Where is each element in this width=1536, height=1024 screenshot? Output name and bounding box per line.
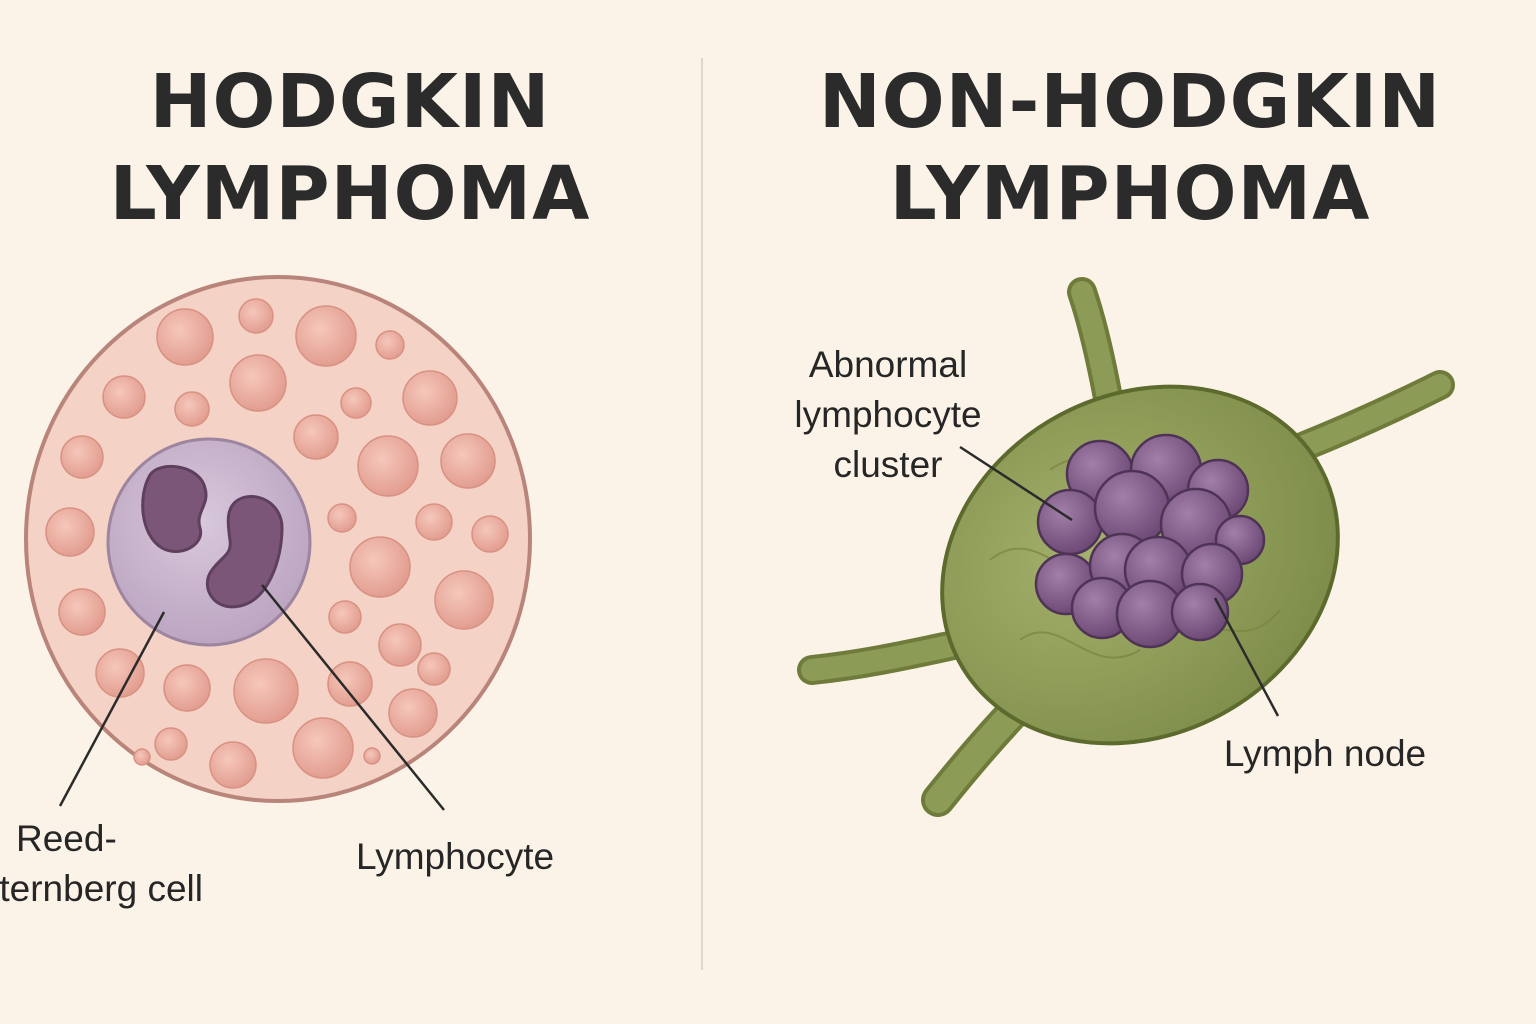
lymphocyte-dot bbox=[327, 661, 373, 707]
lymph-node-label: Lymph node bbox=[1224, 733, 1426, 774]
lymphocyte-dot bbox=[102, 375, 146, 419]
lymphocyte-dot bbox=[133, 748, 151, 766]
lymphocyte-dot bbox=[327, 503, 357, 533]
lymphocyte-leader-line bbox=[261, 584, 445, 811]
lymphocyte-dot bbox=[471, 515, 509, 553]
lymphocyte-dot bbox=[60, 435, 104, 479]
hodgkin-title-line2: LYMPHOMA bbox=[109, 151, 591, 237]
lymphocyte-dot bbox=[357, 435, 419, 497]
non-hodgkin-title: NON-HODGKIN LYMPHOMA bbox=[800, 56, 1460, 240]
reed-sternberg-label-line2: Sternberg cell bbox=[0, 868, 203, 909]
lymphocyte-dot bbox=[229, 354, 287, 412]
lymphocyte-dot bbox=[349, 536, 411, 598]
lymphocyte-dot bbox=[163, 664, 211, 712]
lymphocyte-dot bbox=[434, 570, 494, 630]
hodgkin-title-line1: HODGKIN bbox=[149, 59, 551, 145]
cluster-cell bbox=[1170, 582, 1230, 642]
abnormal-lymphocyte-cluster bbox=[1034, 433, 1266, 649]
lymphocyte-dot bbox=[417, 652, 451, 686]
lymphocyte-dot bbox=[45, 507, 95, 557]
lymph-node-leader-line bbox=[1213, 597, 1280, 717]
reed-sternberg-leader-line bbox=[58, 611, 166, 807]
hodgkin-tissue-section: Reed- Sternberg cell Lymphocyte bbox=[0, 275, 554, 909]
lymphocyte-dot bbox=[388, 688, 438, 738]
lymph-node-section: Abnormal lymphocyte cluster Lymph node bbox=[794, 277, 1455, 817]
hodgkin-title: HODGKIN LYMPHOMA bbox=[20, 56, 680, 240]
lymphocyte-dot bbox=[209, 741, 257, 789]
lymphocyte-dot bbox=[295, 305, 357, 367]
panel-divider bbox=[701, 58, 703, 970]
lymphocyte-dot bbox=[293, 414, 339, 460]
non-hodgkin-title-line1: NON-HODGKIN bbox=[818, 59, 1442, 145]
lymphocyte-dot bbox=[378, 623, 422, 667]
lymphocyte-dot bbox=[95, 648, 145, 698]
lymphocyte-dot bbox=[238, 298, 274, 334]
lymphocyte-dots bbox=[45, 298, 509, 789]
lymphocyte-dot bbox=[340, 387, 372, 419]
cluster-cell bbox=[1036, 488, 1104, 556]
lymphocyte-dot bbox=[174, 391, 210, 427]
lymphocyte-label: Lymphocyte bbox=[356, 836, 554, 877]
reed-sternberg-nucleus-right bbox=[205, 495, 284, 609]
lymphocyte-dot bbox=[58, 588, 106, 636]
vessel-right-inner bbox=[1289, 374, 1451, 459]
lymphocyte-dot bbox=[154, 727, 188, 761]
cluster-leader-line bbox=[959, 445, 1073, 522]
lymphocyte-dot bbox=[363, 747, 381, 765]
lymphocyte-dot bbox=[156, 308, 214, 366]
reed-sternberg-label-line1: Reed- bbox=[16, 818, 117, 859]
reed-sternberg-cell bbox=[106, 437, 312, 647]
cluster-label-line1: Abnormal bbox=[809, 344, 967, 385]
lymphocyte-dot bbox=[415, 503, 453, 541]
cluster-label-line2: lymphocyte bbox=[794, 394, 981, 435]
lymphocyte-dot bbox=[402, 370, 458, 426]
lymphocyte-dot bbox=[440, 433, 496, 489]
lymphocyte-dot bbox=[233, 658, 299, 724]
lymphocyte-dot bbox=[292, 717, 354, 779]
cluster-label-line3: cluster bbox=[834, 444, 943, 485]
lymphocyte-dot bbox=[328, 600, 362, 634]
non-hodgkin-title-line2: LYMPHOMA bbox=[889, 151, 1371, 237]
lymphocyte-dot bbox=[375, 330, 405, 360]
cluster-cell bbox=[1093, 469, 1171, 547]
reed-sternberg-nucleus-left bbox=[141, 464, 208, 553]
